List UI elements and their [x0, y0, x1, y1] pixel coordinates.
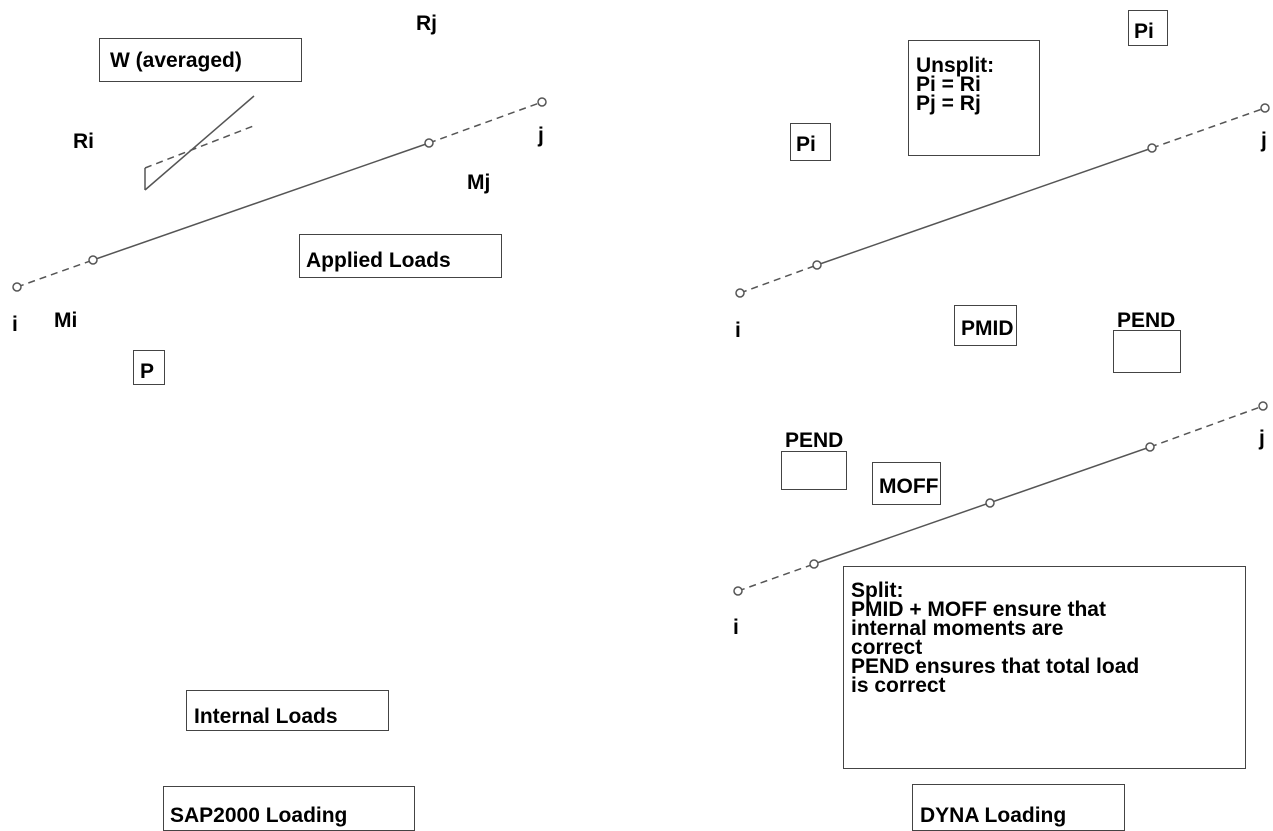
node-i-bottom-label: i [733, 616, 739, 639]
dyna-unsplit-element [735, 103, 1270, 298]
pi-left-box [790, 123, 831, 161]
element-segment-i-end [739, 264, 818, 294]
ri-label: Ri [73, 130, 94, 153]
node-mid-i [88, 255, 98, 265]
pi-right-label: Pi [1134, 20, 1154, 43]
node-i-top-label: i [735, 319, 741, 342]
pend-lower-label: PEND [785, 429, 844, 452]
node-j-top-label: j [1261, 129, 1267, 152]
mj-label: Mj [467, 171, 491, 194]
dyna-title: DYNA Loading [920, 804, 1067, 827]
node-i-label: i [12, 313, 18, 336]
node-mid-i [809, 559, 819, 569]
node-i [733, 586, 743, 596]
sap2000-title: SAP2000 Loading [170, 804, 348, 827]
mi-label: Mi [54, 309, 78, 332]
p-label: P [140, 360, 155, 383]
moff-box [872, 462, 941, 505]
pi-right-box [1128, 10, 1168, 46]
w-averaged-label: W (averaged) [110, 49, 242, 72]
node-j-bottom-label: j [1259, 427, 1265, 450]
pend-lower-box [781, 451, 847, 490]
unsplit-note: Unsplit: Pi = Ri Pj = Rj [908, 40, 1040, 156]
pi-left-label: Pi [796, 133, 816, 156]
dyna-split-element [733, 401, 1268, 596]
internal-loads-box [186, 690, 389, 731]
node-j [537, 97, 547, 107]
pmid-box [954, 305, 1017, 346]
node-i [735, 288, 745, 298]
w-load-line [144, 95, 255, 191]
p-box [133, 350, 165, 385]
moff-label: MOFF [879, 475, 939, 498]
element-segment-i-end [16, 259, 94, 288]
node-mid-j [1147, 143, 1157, 153]
element-segment-j-end [428, 101, 543, 144]
node-j-label: j [538, 124, 544, 147]
element-segment-j-end [1149, 405, 1264, 448]
node-j [1260, 103, 1270, 113]
w-load-dashed [144, 124, 257, 169]
applied-loads-label: Applied Loads [306, 249, 451, 272]
pmid-label: PMID [961, 317, 1014, 340]
element-segment-middle [816, 147, 1153, 266]
node-center [985, 498, 995, 508]
element-segment-i-end [737, 563, 815, 592]
applied-loads-box [299, 234, 502, 278]
node-j [1258, 401, 1268, 411]
node-mid-j [1145, 442, 1155, 452]
node-mid-j [424, 138, 434, 148]
element-segment-middle [92, 142, 430, 261]
w-averaged-box [99, 38, 302, 82]
rj-label: Rj [416, 12, 437, 35]
internal-loads-label: Internal Loads [194, 705, 338, 728]
node-mid-i [812, 260, 822, 270]
sap2000-element [12, 95, 547, 292]
pend-upper-box [1113, 330, 1181, 373]
node-i [12, 282, 22, 292]
pend-upper-label: PEND [1117, 309, 1176, 332]
split-note: Split: PMID + MOFF ensure that internal … [843, 566, 1246, 769]
element-segment-j-end [1151, 107, 1266, 149]
element-segment-middle [813, 446, 1151, 565]
